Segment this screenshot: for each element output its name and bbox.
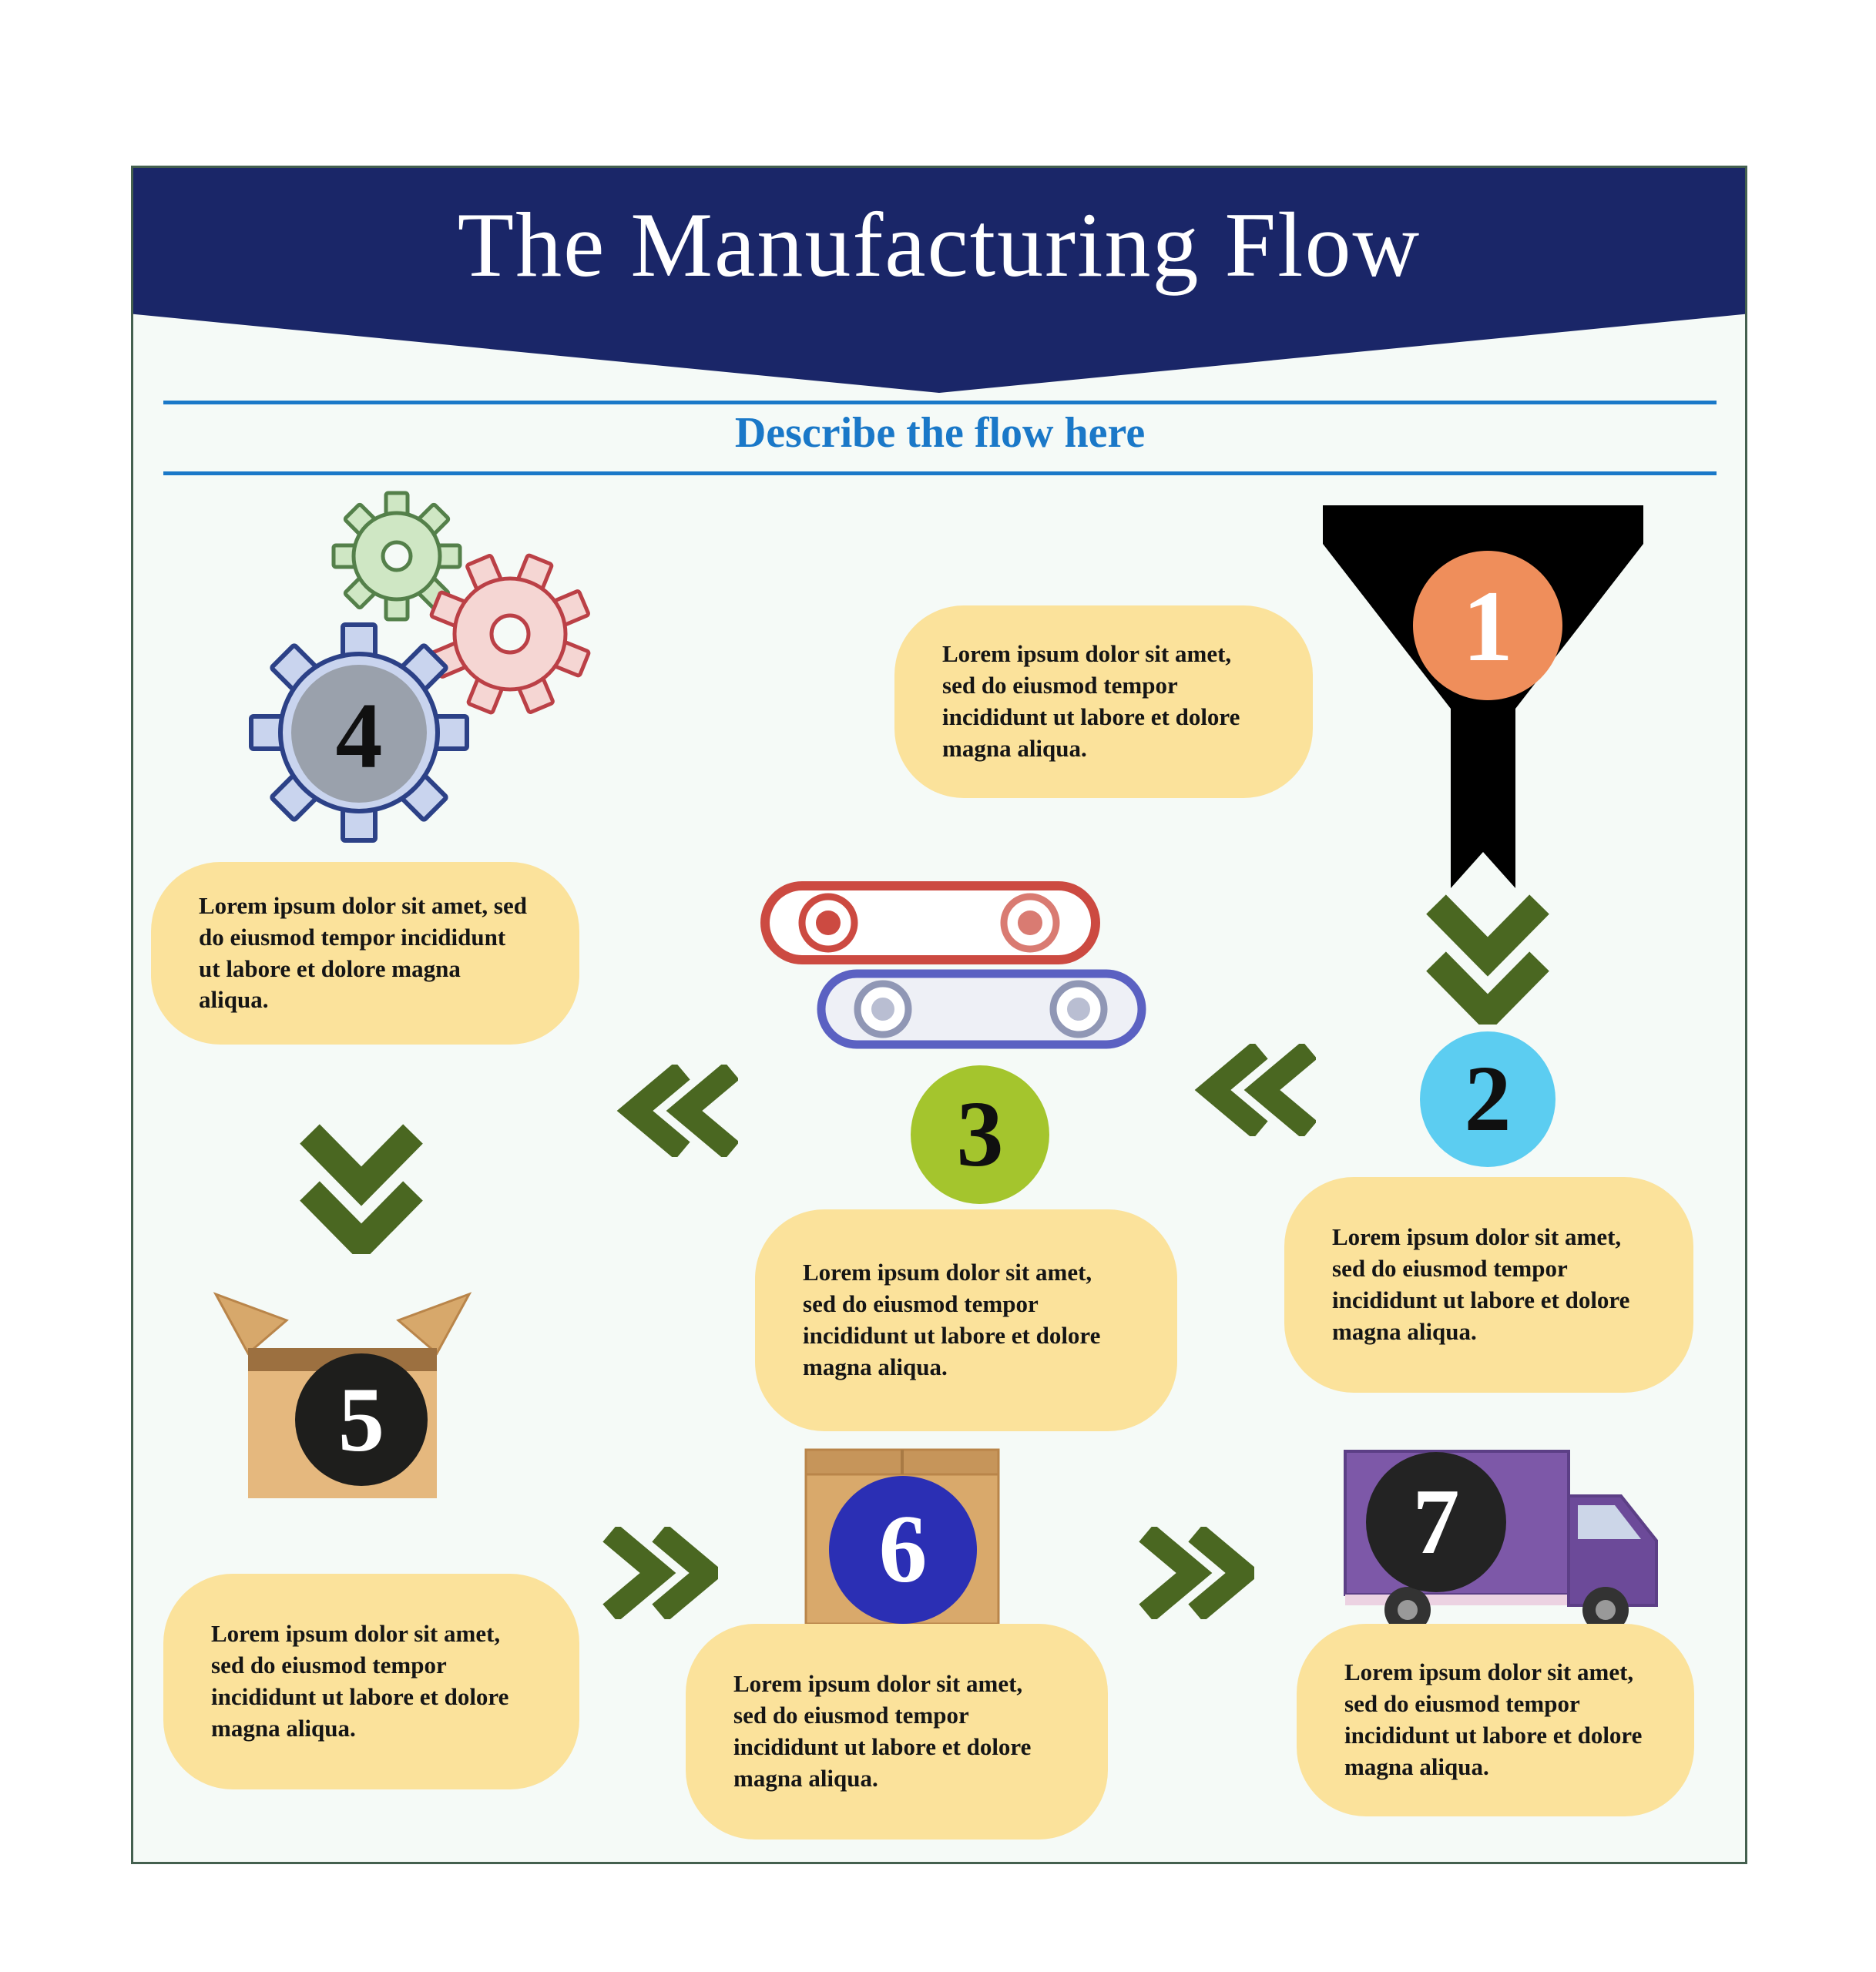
chevron-right-icon xyxy=(1139,1527,1254,1619)
divider-bottom xyxy=(163,471,1717,475)
step-1-badge: 1 xyxy=(1413,551,1562,700)
step-7-bubble: Lorem ipsum dolor sit amet, sed do eiusm… xyxy=(1297,1624,1694,1816)
chevron-down-icon xyxy=(300,1124,423,1254)
step-6-text: Lorem ipsum dolor sit amet, sed do eiusm… xyxy=(733,1670,1032,1792)
chevron-down-icon xyxy=(1426,894,1549,1025)
chevron-left-icon xyxy=(616,1065,738,1157)
subtitle: Describe the flow here xyxy=(734,409,1146,457)
step-5-bubble: Lorem ipsum dolor sit amet, sed do eiusm… xyxy=(163,1574,579,1789)
step-2-bubble: Lorem ipsum dolor sit amet, sed do eiusm… xyxy=(1284,1177,1693,1393)
step-7-badge: 7 xyxy=(1366,1452,1506,1592)
step-7-text: Lorem ipsum dolor sit amet, sed do eiusm… xyxy=(1344,1658,1643,1780)
step-3-badge: 3 xyxy=(911,1065,1049,1204)
step-4-text: Lorem ipsum dolor sit amet, sed do eiusm… xyxy=(199,891,527,1014)
conveyor-belt-blue-icon xyxy=(817,969,1146,1049)
conveyor-belt-red-icon xyxy=(760,881,1100,964)
step-3-bubble: Lorem ipsum dolor sit amet, sed do eiusm… xyxy=(755,1209,1177,1431)
divider-top xyxy=(163,401,1717,404)
step-5-text: Lorem ipsum dolor sit amet, sed do eiusm… xyxy=(211,1620,509,1742)
chevron-right-icon xyxy=(602,1527,718,1619)
step-4-badge: 4 xyxy=(293,670,425,803)
gears-icon xyxy=(249,491,591,843)
step-2-text: Lorem ipsum dolor sit amet, sed do eiusm… xyxy=(1332,1223,1630,1345)
step-3-text: Lorem ipsum dolor sit amet, sed do eiusm… xyxy=(803,1259,1101,1380)
page-title: The Manufacturing Flow xyxy=(457,193,1421,296)
step-1-bubble: Lorem ipsum dolor sit amet, sed do eiusm… xyxy=(894,605,1313,798)
step-6-bubble: Lorem ipsum dolor sit amet, sed do eiusm… xyxy=(686,1624,1108,1840)
step-6-badge: 6 xyxy=(829,1476,977,1624)
step-1-text: Lorem ipsum dolor sit amet, sed do eiusm… xyxy=(942,640,1240,762)
step-5-badge: 5 xyxy=(295,1353,428,1486)
step-2-badge: 2 xyxy=(1420,1031,1556,1167)
step-4-bubble: Lorem ipsum dolor sit amet, sed do eiusm… xyxy=(151,862,579,1045)
chevron-left-icon xyxy=(1194,1044,1316,1136)
